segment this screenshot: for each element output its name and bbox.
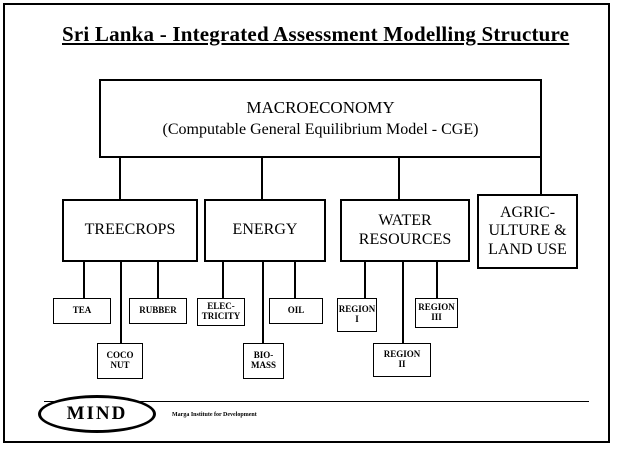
electricity-box: ELEC- TRICITY bbox=[197, 298, 245, 326]
treecrops-label: TREECROPS bbox=[84, 221, 176, 239]
slide-frame bbox=[3, 3, 610, 443]
institute-tagline: Marga Institute for Development bbox=[172, 412, 257, 418]
electricity-label-line1: ELEC- bbox=[207, 301, 235, 312]
water-label-line1: WATER bbox=[378, 212, 432, 230]
region-3-label-line2: III bbox=[431, 312, 442, 322]
biomass-box: BIO- MASS bbox=[243, 343, 284, 379]
energy-box: ENERGY bbox=[204, 199, 326, 262]
cge-model-label: (Computable General Equilibrium Model - … bbox=[162, 121, 479, 139]
region-1-label-line2: I bbox=[355, 314, 359, 324]
region-3-box: REGION III bbox=[415, 298, 458, 328]
agric-label-line3: LAND USE bbox=[488, 240, 567, 258]
tea-label: TEA bbox=[72, 305, 92, 316]
electricity-label-line2: TRICITY bbox=[201, 311, 241, 321]
region-1-box: REGION I bbox=[337, 298, 377, 332]
macroeconomy-box: MACROECONOMY (Computable General Equilib… bbox=[99, 79, 542, 158]
agriculture-land-use-box: AGRIC- ULTURE & LAND USE bbox=[477, 194, 578, 269]
biomass-label-line1: BIO- bbox=[253, 350, 274, 361]
treecrops-box: TREECROPS bbox=[62, 199, 198, 262]
water-label-line2: RESOURCES bbox=[358, 230, 452, 248]
coconut-label-line2: NUT bbox=[110, 360, 130, 370]
region-2-label-line1: REGION bbox=[383, 349, 421, 360]
agric-label-line1: AGRIC- bbox=[499, 203, 556, 221]
coconut-label-line1: COCO bbox=[106, 350, 134, 361]
region-2-label-line2: II bbox=[398, 359, 406, 369]
region-2-box: REGION II bbox=[373, 343, 431, 377]
biomass-label-line2: MASS bbox=[250, 360, 276, 370]
macroeconomy-label: MACROECONOMY bbox=[246, 97, 395, 117]
region-3-label-line1: REGION bbox=[418, 302, 455, 313]
mind-logo: MIND bbox=[38, 395, 156, 433]
oil-label: OIL bbox=[287, 305, 305, 316]
region-1-label-line1: REGION bbox=[338, 304, 376, 315]
rubber-label: RUBBER bbox=[139, 305, 177, 316]
oil-box: OIL bbox=[269, 298, 323, 324]
coconut-box: COCO NUT bbox=[97, 343, 143, 379]
rubber-box: RUBBER bbox=[129, 298, 187, 324]
tea-box: TEA bbox=[53, 298, 111, 324]
energy-label: ENERGY bbox=[232, 221, 298, 239]
water-resources-box: WATER RESOURCES bbox=[340, 199, 470, 262]
agric-label-line2: ULTURE & bbox=[488, 222, 567, 240]
page-title: Sri Lanka - Integrated Assessment Modell… bbox=[62, 22, 570, 46]
footer-divider bbox=[44, 401, 589, 402]
